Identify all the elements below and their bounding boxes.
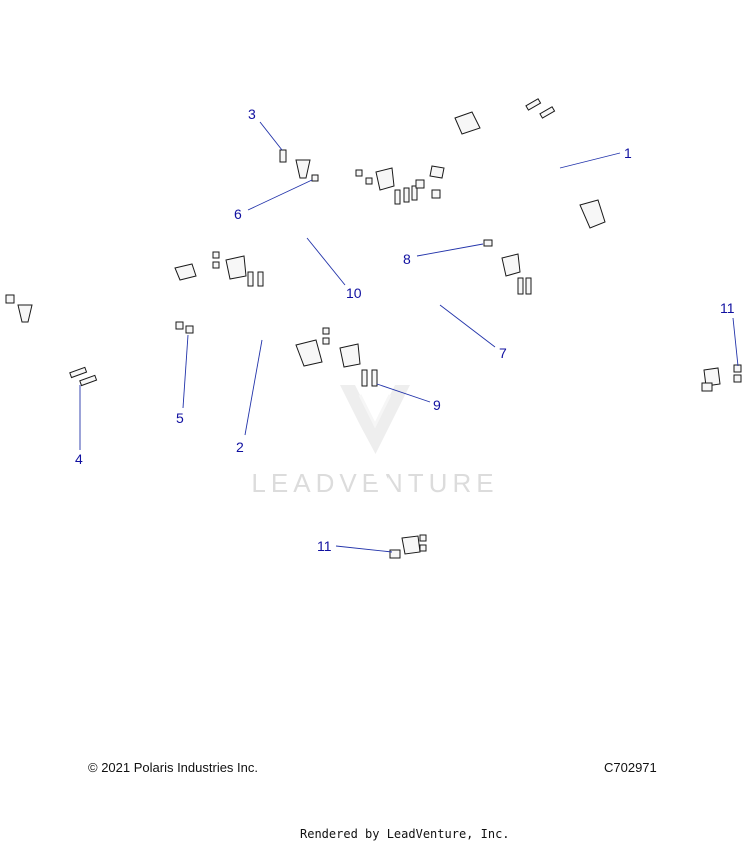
hardware-fasteners bbox=[5, 98, 742, 559]
callout-5-leader bbox=[182, 334, 189, 409]
callout-4: 4 bbox=[75, 451, 83, 467]
callout-5: 5 bbox=[176, 410, 184, 426]
watermark-logo-icon bbox=[340, 385, 410, 455]
callout-11-bottom-leader bbox=[335, 545, 393, 553]
part-7-cross-tube bbox=[339, 253, 521, 368]
watermark-text: LEADVENTURE bbox=[251, 468, 498, 498]
callout-11-bottom: 11 bbox=[317, 538, 332, 554]
callout-7: 7 bbox=[499, 345, 507, 361]
callout-6-leader bbox=[247, 179, 313, 211]
callout-11-right: 11 bbox=[720, 300, 735, 316]
callout-7-leader bbox=[439, 304, 496, 348]
callout-2-leader bbox=[244, 339, 263, 436]
callout-1: 1 bbox=[624, 145, 632, 161]
callout-10: 10 bbox=[346, 285, 362, 301]
callout-6: 6 bbox=[234, 206, 242, 222]
callout-11-right-leader bbox=[732, 317, 739, 367]
callout-9-leader bbox=[376, 383, 431, 403]
callout-10-leader bbox=[306, 237, 346, 286]
part-1-rear-cage-hoop bbox=[295, 100, 721, 387]
watermark: LEADVENTURE bbox=[251, 385, 498, 498]
part-2-front-cage-hoop bbox=[17, 256, 421, 555]
callout-8-leader bbox=[416, 243, 484, 257]
callout-2: 2 bbox=[236, 439, 244, 455]
callouts: 1 2 3 4 5 6 7 8 9 10 11 11 bbox=[75, 106, 739, 554]
diagram-code: C702971 bbox=[604, 760, 657, 775]
part-10-cross-tube bbox=[225, 167, 395, 280]
callout-8: 8 bbox=[403, 251, 411, 267]
callout-3: 3 bbox=[248, 106, 256, 122]
copyright-notice: © 2021 Polaris Industries Inc. bbox=[88, 760, 258, 775]
callout-3-leader bbox=[259, 121, 283, 151]
callout-9: 9 bbox=[433, 397, 441, 413]
rendered-by-credit: Rendered by LeadVenture, Inc. bbox=[300, 827, 510, 841]
callout-1-leader bbox=[559, 152, 621, 169]
